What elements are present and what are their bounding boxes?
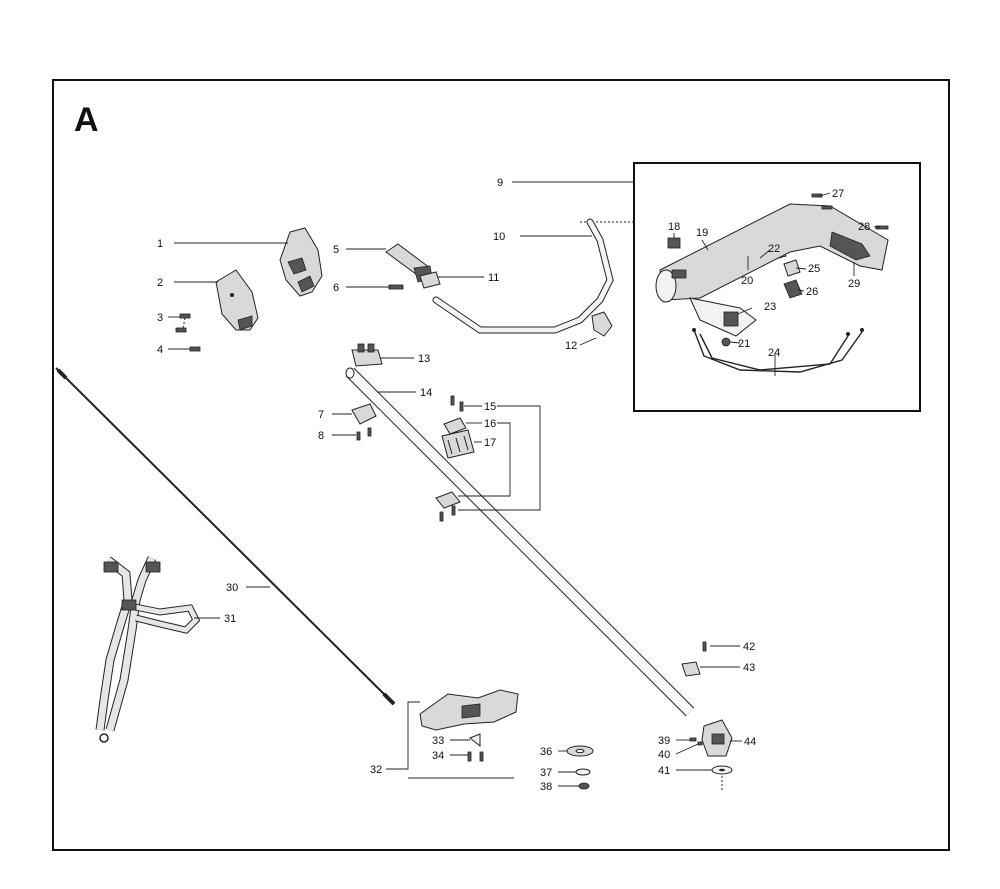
label-28: 28	[858, 221, 870, 233]
label-40: 40	[658, 749, 670, 761]
label-23: 23	[764, 301, 776, 313]
label-18: 18	[668, 221, 680, 233]
part-26-throttle-trigger	[783, 279, 803, 299]
label-15: 15	[484, 401, 496, 413]
label-37: 37	[540, 767, 552, 779]
part-8-screws	[356, 427, 372, 441]
label-32: 32	[370, 764, 382, 776]
label-14: 14	[420, 387, 432, 399]
detail-inset-frame	[633, 162, 921, 412]
part-30-drive-shaft	[55, 367, 396, 706]
part-3-screws	[175, 313, 191, 333]
part-38-nut	[578, 782, 590, 790]
label-27: 27	[832, 188, 844, 200]
label-39: 39	[658, 735, 670, 747]
label-9: 9	[497, 177, 503, 189]
label-12: 12	[565, 340, 577, 352]
label-42: 42	[743, 641, 755, 653]
label-41: 41	[658, 765, 670, 777]
leader-lines	[168, 181, 880, 787]
part-17-switch-block	[441, 429, 475, 459]
part-16-lower-clamp	[435, 491, 461, 509]
label-22: 22	[768, 243, 780, 255]
part-11-clip	[419, 271, 441, 289]
label-11: 11	[488, 272, 499, 284]
label-31: 31	[224, 613, 236, 625]
part-7-bracket	[351, 403, 377, 425]
label-8: 8	[318, 430, 324, 442]
label-26: 26	[806, 286, 818, 298]
label-10: 10	[493, 231, 505, 243]
label-1: 1	[157, 238, 163, 250]
part-6-screw	[388, 284, 404, 290]
part-43-clamp	[681, 661, 701, 677]
part-12-clamp	[591, 311, 613, 337]
part-16-clamp	[443, 417, 467, 435]
part-37-washer	[575, 768, 591, 776]
part-15-screws	[439, 395, 464, 522]
label-24: 24	[768, 347, 780, 359]
section-letter: A	[74, 101, 99, 139]
part-40-pin	[697, 741, 703, 746]
part-1-cover	[279, 227, 323, 297]
label-4: 4	[157, 344, 163, 356]
part-29-handle-housing	[655, 203, 889, 337]
label-19: 19	[696, 227, 708, 239]
label-21: 21	[738, 338, 750, 350]
label-38: 38	[540, 781, 552, 793]
label-6: 6	[333, 282, 339, 294]
label-36: 36	[540, 746, 552, 758]
part-24-wiring-harness	[692, 328, 864, 373]
part-34-screws	[467, 751, 484, 762]
part-36-washer	[566, 745, 594, 757]
label-25: 25	[808, 263, 820, 275]
label-17: 17	[484, 437, 496, 449]
part-14-shaft-tube	[345, 367, 695, 717]
label-34: 34	[432, 750, 444, 762]
part-33-blade	[469, 733, 481, 748]
label-13: 13	[418, 353, 430, 365]
label-44: 44	[744, 736, 756, 748]
label-20: 20	[741, 275, 753, 287]
label-3: 3	[157, 312, 163, 324]
label-29: 29	[848, 278, 860, 290]
label-43: 43	[743, 662, 755, 674]
label-16: 16	[484, 418, 496, 430]
part-25-throttle-lever	[783, 259, 801, 277]
label-30: 30	[226, 582, 238, 594]
part-21-grommet	[721, 337, 731, 347]
label-33: 33	[432, 735, 444, 747]
part-10-loop-handle	[432, 218, 614, 334]
part-labels: 1 2 3 4 5 6 7 8 9 10 11 12 13 14 15 16 1…	[157, 177, 870, 793]
part-2-cover	[215, 269, 259, 331]
part-39-screw	[689, 737, 697, 742]
part-42-screw	[702, 641, 707, 652]
part-44-gear-head	[701, 719, 733, 757]
label-7: 7	[318, 409, 324, 421]
label-2: 2	[157, 277, 163, 289]
part-13-clamp	[351, 343, 383, 367]
part-41-flange	[711, 765, 733, 792]
part-18-connector	[667, 237, 681, 249]
part-32-guard	[419, 689, 519, 731]
label-5: 5	[333, 244, 339, 256]
diagram-frame	[52, 79, 950, 851]
part-28-screw	[875, 225, 889, 230]
part-4-screw	[189, 346, 201, 352]
part-31-harness	[95, 556, 201, 743]
